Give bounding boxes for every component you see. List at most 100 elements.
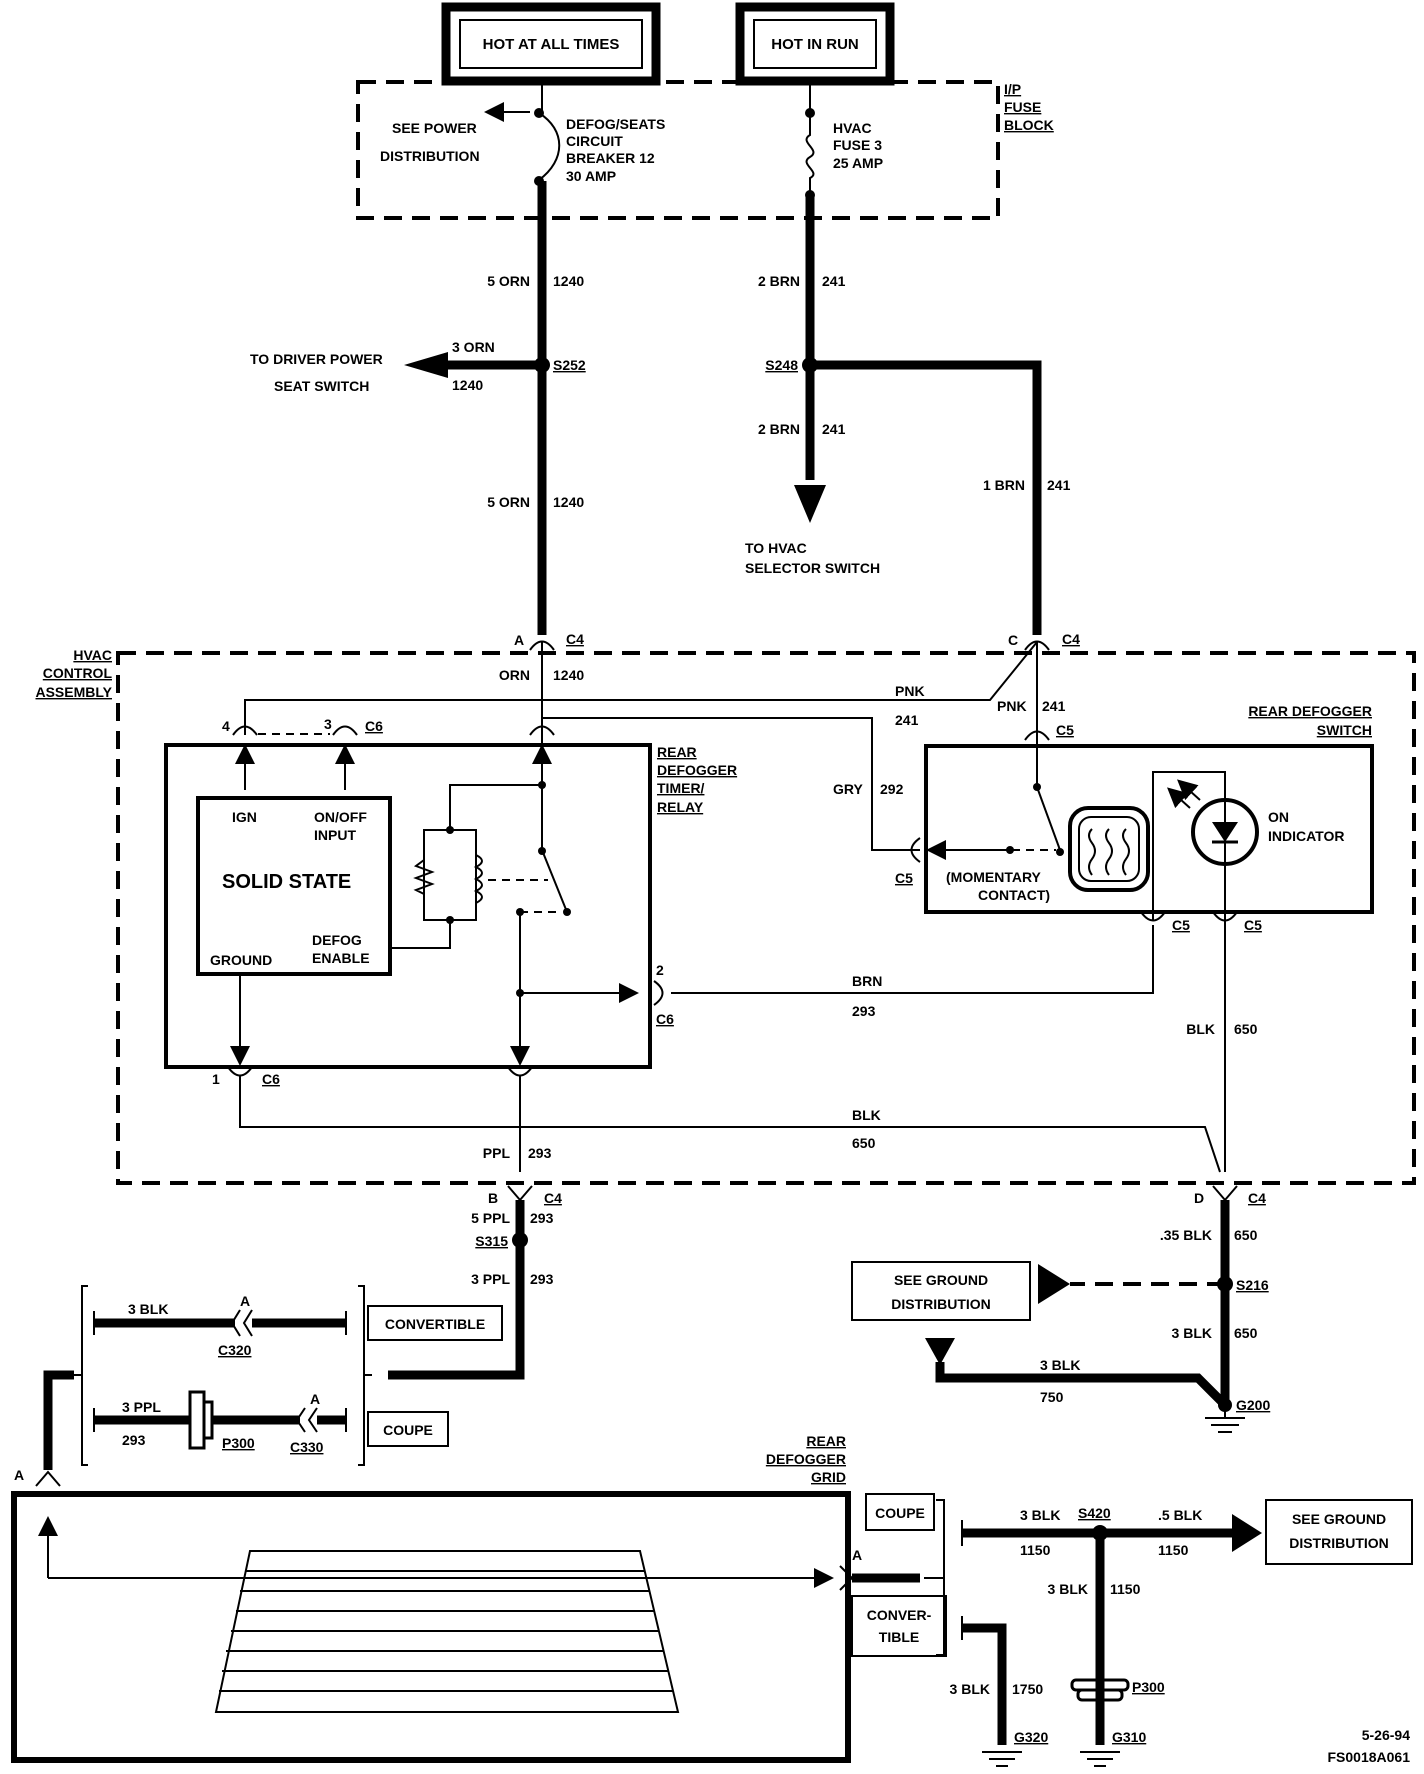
svg-text:C5: C5 <box>1056 722 1074 738</box>
wire-brn-293 <box>671 925 1154 994</box>
svg-text:1150: 1150 <box>1020 1542 1051 1558</box>
svg-text:I/P: I/P <box>1004 81 1021 97</box>
hot-in-run-box: HOT IN RUN <box>735 2 895 86</box>
splice-s248 <box>802 357 818 373</box>
splice-s315 <box>512 1232 528 1248</box>
svg-text:A: A <box>310 1391 320 1407</box>
connector-c5-blk: C5 <box>1212 911 1262 933</box>
svg-text:1240: 1240 <box>553 273 584 289</box>
svg-text:TO HVAC: TO HVAC <box>745 540 807 556</box>
svg-text:GRID: GRID <box>811 1469 846 1485</box>
svg-text:650: 650 <box>1234 1325 1258 1341</box>
heater-symbol-icon <box>1068 806 1150 892</box>
connector-c5-top: C5 <box>1024 722 1074 741</box>
rear-defogger-timer-relay-box <box>164 743 652 1069</box>
coupe-label-b: COUPE <box>875 1505 925 1521</box>
svg-text:PPL: PPL <box>483 1145 511 1161</box>
svg-text:293: 293 <box>852 1003 876 1019</box>
wire-blk-1750 <box>962 1623 1007 1745</box>
svg-text:REAR: REAR <box>806 1433 846 1449</box>
ground-g310-label: G310 <box>1112 1729 1146 1745</box>
svg-text:P300: P300 <box>222 1435 255 1451</box>
svg-text:1240: 1240 <box>553 667 584 683</box>
hvac-fuse-3 <box>805 82 815 200</box>
connector-c330: A C330 <box>290 1391 324 1455</box>
svg-text:650: 650 <box>1234 1021 1258 1037</box>
svg-text:4: 4 <box>222 718 230 734</box>
connector-c4-d: D C4 <box>1194 1185 1266 1206</box>
see-power-distribution-label: SEE POWER DISTRIBUTION <box>380 120 480 164</box>
svg-text:DEFOGGER: DEFOGGER <box>657 762 737 778</box>
svg-text:293: 293 <box>528 1145 552 1161</box>
svg-text:1240: 1240 <box>452 377 483 393</box>
on-indicator-led-icon <box>1152 771 1259 920</box>
svg-text:3 BLK: 3 BLK <box>128 1301 168 1317</box>
svg-text:3 BLK: 3 BLK <box>1048 1581 1088 1597</box>
svg-text:RELAY: RELAY <box>657 799 704 815</box>
hot-in-run-label: HOT IN RUN <box>771 36 859 53</box>
svg-text:A: A <box>240 1293 250 1309</box>
svg-text:D: D <box>1194 1190 1204 1206</box>
connector-c4-a: A C4 <box>514 631 584 651</box>
svg-text:2 BRN: 2 BRN <box>758 421 800 437</box>
footer-date: 5-26-94 <box>1362 1727 1410 1743</box>
svg-text:(MOMENTARY: (MOMENTARY <box>946 869 1042 885</box>
connector-c320: A C320 <box>218 1293 253 1358</box>
coupe-label-box-a <box>367 1411 449 1447</box>
svg-text:CONVER-: CONVER- <box>867 1607 932 1623</box>
svg-text:PNK: PNK <box>997 698 1027 714</box>
svg-text:B: B <box>488 1190 498 1206</box>
svg-text:GRY: GRY <box>833 781 863 797</box>
svg-text:1 BRN: 1 BRN <box>983 477 1025 493</box>
svg-text:DISTRIBUTION: DISTRIBUTION <box>891 1296 991 1312</box>
svg-text:241: 241 <box>1042 698 1066 714</box>
svg-text:3 BLK: 3 BLK <box>1172 1325 1212 1341</box>
svg-text:1150: 1150 <box>1110 1581 1141 1597</box>
svg-text:293: 293 <box>122 1432 146 1448</box>
svg-text:FUSE 3: FUSE 3 <box>833 137 882 153</box>
svg-text:SWITCH: SWITCH <box>1317 722 1372 738</box>
see-ground-arrow-b <box>1232 1514 1262 1552</box>
connector-grid-a-right: A <box>839 1547 862 1591</box>
hvac-control-assembly-outline <box>116 651 1416 1185</box>
hvac-selector-arrow <box>794 485 826 523</box>
svg-text:DEFOG/SEATS: DEFOG/SEATS <box>566 116 665 132</box>
ign-label: IGN <box>232 809 257 825</box>
svg-text:C5: C5 <box>1244 917 1262 933</box>
svg-text:FUSE: FUSE <box>1004 99 1041 115</box>
svg-text:3 PPL: 3 PPL <box>471 1271 510 1287</box>
svg-text:A: A <box>514 632 524 648</box>
svg-text:5 ORN: 5 ORN <box>487 494 530 510</box>
ground-g310-icon <box>1080 1751 1120 1767</box>
svg-text:SEE GROUND: SEE GROUND <box>894 1272 988 1288</box>
wire-to-grid-a <box>43 1370 74 1470</box>
svg-text:DEFOGGER: DEFOGGER <box>766 1451 846 1467</box>
wire-241-1brn <box>810 360 1042 635</box>
to-driver-power-seat-switch: TO DRIVER POWER SEAT SWITCH <box>250 351 383 394</box>
svg-text:.5 BLK: .5 BLK <box>1158 1507 1202 1523</box>
wire-blk-750 <box>935 1362 1229 1409</box>
svg-text:BLK: BLK <box>852 1107 881 1123</box>
svg-text:30 AMP: 30 AMP <box>566 168 616 184</box>
svg-text:REAR: REAR <box>657 744 697 760</box>
footer-code: FS0018A061 <box>1327 1749 1410 1765</box>
svg-text:3: 3 <box>324 716 332 732</box>
svg-text:25 AMP: 25 AMP <box>833 155 883 171</box>
defogger-grid-element <box>214 1550 680 1713</box>
connector-p300-b: P300 <box>1070 1678 1165 1702</box>
svg-text:CONTROL: CONTROL <box>43 665 113 681</box>
relay-internals <box>230 740 639 1066</box>
wire-ppl-293 <box>388 1200 525 1380</box>
svg-text:TIMER/: TIMER/ <box>657 780 705 796</box>
rear-defogger-switch-box <box>924 744 1374 914</box>
svg-text:P300: P300 <box>1132 1679 1165 1695</box>
svg-text:241: 241 <box>822 421 846 437</box>
svg-text:TO DRIVER POWER: TO DRIVER POWER <box>250 351 383 367</box>
svg-text:A: A <box>852 1547 862 1563</box>
wire-pnk-241 <box>244 641 1038 735</box>
see-ground-distribution-a <box>851 1261 1031 1321</box>
svg-text:C320: C320 <box>218 1342 252 1358</box>
wire-blk-650-internal <box>239 1076 1221 1173</box>
solid-state-label: SOLID STATE <box>222 871 351 893</box>
